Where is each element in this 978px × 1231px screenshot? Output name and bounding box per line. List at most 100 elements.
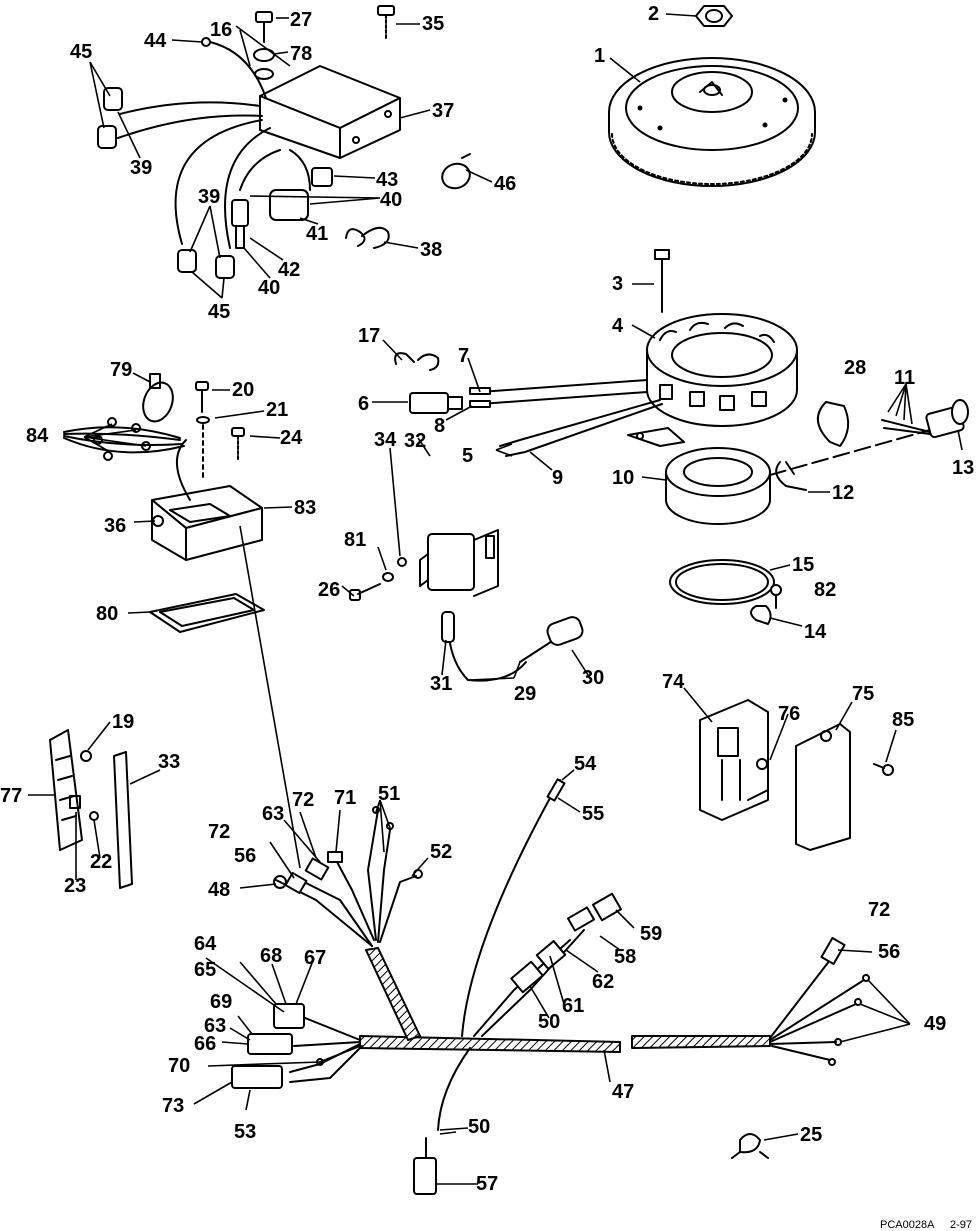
harness-lower-left-branches	[231, 1003, 363, 1089]
callout-81: 81	[344, 529, 366, 551]
power-pack	[259, 65, 401, 159]
wire-retainer-clip	[394, 352, 440, 371]
leader-lines	[28, 13, 963, 1185]
callout-47: 47	[612, 1081, 634, 1103]
power-pack-screw	[255, 11, 273, 43]
callout-51: 51	[378, 783, 400, 805]
callout-85: 85	[892, 709, 914, 731]
callout-45b: 45	[208, 301, 230, 323]
callout-73: 73	[162, 1095, 184, 1117]
callout-9: 9	[552, 467, 563, 489]
flywheel-nut	[695, 5, 733, 27]
tie-strap-top	[441, 153, 471, 190]
ground-terminal	[201, 37, 267, 99]
callout-39b: 39	[198, 186, 220, 208]
callout-14: 14	[804, 621, 827, 643]
rectifier-regulator	[151, 439, 263, 561]
callout-76: 76	[778, 703, 800, 725]
callout-63b: 63	[204, 1015, 226, 1037]
callout-13: 13	[952, 457, 974, 479]
callout-21: 21	[266, 399, 288, 421]
callout-1: 1	[594, 45, 605, 67]
ground-screw	[377, 5, 395, 39]
bracket-screws	[756, 758, 894, 776]
callout-72a: 72	[292, 789, 314, 811]
callout-54: 54	[574, 753, 597, 775]
stator	[646, 313, 798, 427]
callout-46: 46	[494, 173, 516, 195]
figure-code: PCA0028A	[880, 1219, 935, 1231]
lower-lead	[413, 1047, 471, 1195]
callout-41: 41	[306, 223, 328, 245]
mounting-bracket	[699, 699, 769, 821]
callout-2: 2	[648, 3, 659, 25]
figure-date: 2-97	[950, 1219, 972, 1231]
callout-42: 42	[278, 259, 300, 281]
timer-base	[627, 427, 931, 525]
callout-30: 30	[582, 667, 604, 689]
gasket	[149, 593, 265, 633]
callout-64: 64	[194, 933, 217, 955]
callout-50b: 50	[538, 1011, 560, 1033]
callout-52: 52	[430, 841, 452, 863]
ignition-coil	[419, 529, 499, 597]
callout-66: 66	[194, 1033, 216, 1055]
callout-75: 75	[852, 683, 874, 705]
callout-79: 79	[110, 359, 132, 381]
retaining-clamp	[750, 605, 772, 625]
terminal-cover	[113, 751, 133, 889]
callout-7: 7	[458, 345, 469, 367]
pack-connectors	[231, 149, 333, 249]
terminal-block	[49, 729, 83, 851]
spring-clip	[345, 226, 390, 249]
trigger-connector	[881, 399, 969, 439]
tie-strap-right	[817, 401, 850, 447]
bracket-cover	[795, 723, 851, 851]
callout-84: 84	[26, 425, 49, 447]
callout-56a: 56	[234, 845, 256, 867]
callout-27: 27	[290, 9, 312, 31]
callout-74: 74	[662, 671, 685, 693]
callout-23: 23	[64, 875, 86, 897]
callout-49: 49	[924, 1013, 946, 1035]
callout-29: 29	[514, 683, 536, 705]
callout-77: 77	[0, 785, 22, 807]
callout-56b: 56	[878, 941, 900, 963]
terminal-block-hardware	[69, 750, 99, 821]
stator-screw	[654, 249, 670, 313]
callout-19: 19	[112, 711, 134, 733]
clamp-screw	[770, 584, 782, 609]
callout-58: 58	[614, 946, 636, 968]
main-wiring-harness	[359, 947, 771, 1053]
callout-26: 26	[318, 579, 340, 601]
callout-67: 67	[304, 947, 326, 969]
retaining-ring	[669, 559, 775, 605]
callout-50a: 50	[468, 1116, 490, 1138]
callout-labels: 1 2 3 4 5 6 7 8 9 10 11 12 13 14 15 16 1…	[0, 3, 974, 1231]
long-lead	[461, 778, 566, 1037]
callout-55: 55	[582, 803, 604, 825]
callout-37: 37	[432, 100, 454, 122]
callout-28: 28	[844, 357, 866, 379]
callout-10: 10	[612, 467, 634, 489]
callout-71: 71	[334, 787, 356, 809]
callout-4: 4	[612, 315, 624, 337]
callout-38: 38	[420, 239, 442, 261]
rectifier-screws	[195, 381, 245, 479]
washer	[253, 48, 275, 80]
callout-62: 62	[592, 971, 614, 993]
callout-57: 57	[476, 1173, 498, 1195]
harness-clamp	[731, 1133, 769, 1159]
regulator-leads	[63, 417, 185, 461]
callout-20: 20	[232, 379, 254, 401]
callout-69: 69	[210, 991, 232, 1013]
callout-25: 25	[800, 1124, 822, 1146]
callout-33: 33	[158, 751, 180, 773]
callout-12: 12	[832, 482, 854, 504]
harness-upper-branches	[273, 806, 423, 947]
callout-22: 22	[90, 851, 112, 873]
callout-11: 11	[894, 367, 915, 389]
callout-35: 35	[422, 13, 444, 35]
callout-40b: 40	[258, 277, 280, 299]
flywheel	[608, 57, 816, 187]
